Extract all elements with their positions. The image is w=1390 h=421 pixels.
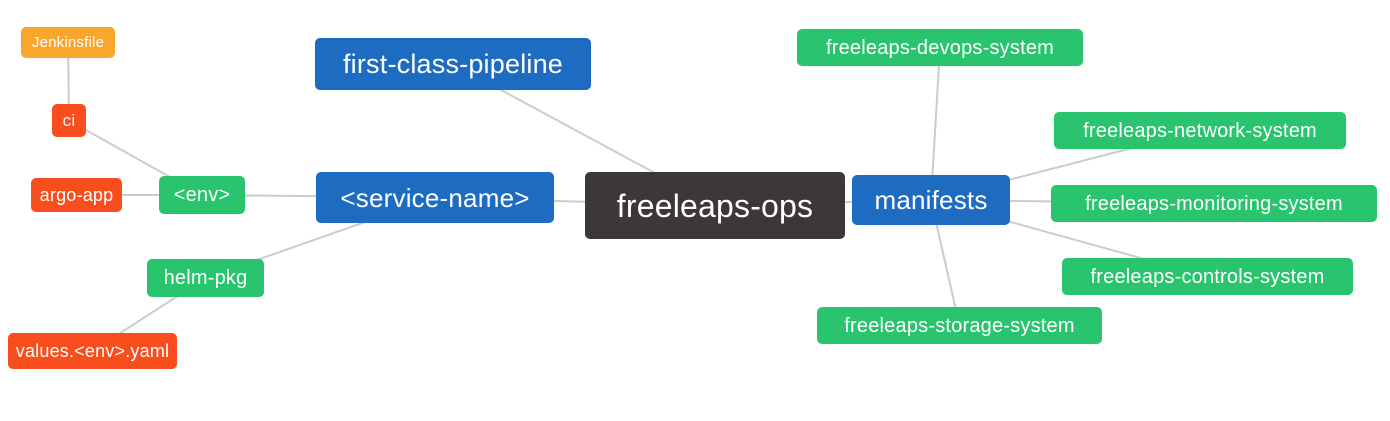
node-controls-system[interactable]: freeleaps-controls-system: [1062, 258, 1353, 295]
node-first-class-pipeline[interactable]: first-class-pipeline: [315, 38, 591, 90]
node-values-env-yaml[interactable]: values.<env>.yaml: [8, 333, 177, 369]
node-freeleaps-ops[interactable]: freeleaps-ops: [585, 172, 845, 239]
node-env[interactable]: <env>: [159, 176, 245, 214]
node-network-system[interactable]: freeleaps-network-system: [1054, 112, 1346, 149]
node-ci[interactable]: ci: [52, 104, 86, 137]
node-storage-system[interactable]: freeleaps-storage-system: [817, 307, 1102, 344]
node-service-name[interactable]: <service-name>: [316, 172, 554, 223]
node-manifests[interactable]: manifests: [852, 175, 1010, 225]
edge-manifests-devops-system: [930, 47, 941, 201]
node-argo-app[interactable]: argo-app: [31, 178, 122, 212]
node-devops-system[interactable]: freeleaps-devops-system: [797, 29, 1083, 66]
node-jenkinsfile[interactable]: Jenkinsfile: [21, 27, 115, 58]
node-helm-pkg[interactable]: helm-pkg: [147, 259, 264, 297]
node-monitoring-system[interactable]: freeleaps-monitoring-system: [1051, 185, 1377, 222]
